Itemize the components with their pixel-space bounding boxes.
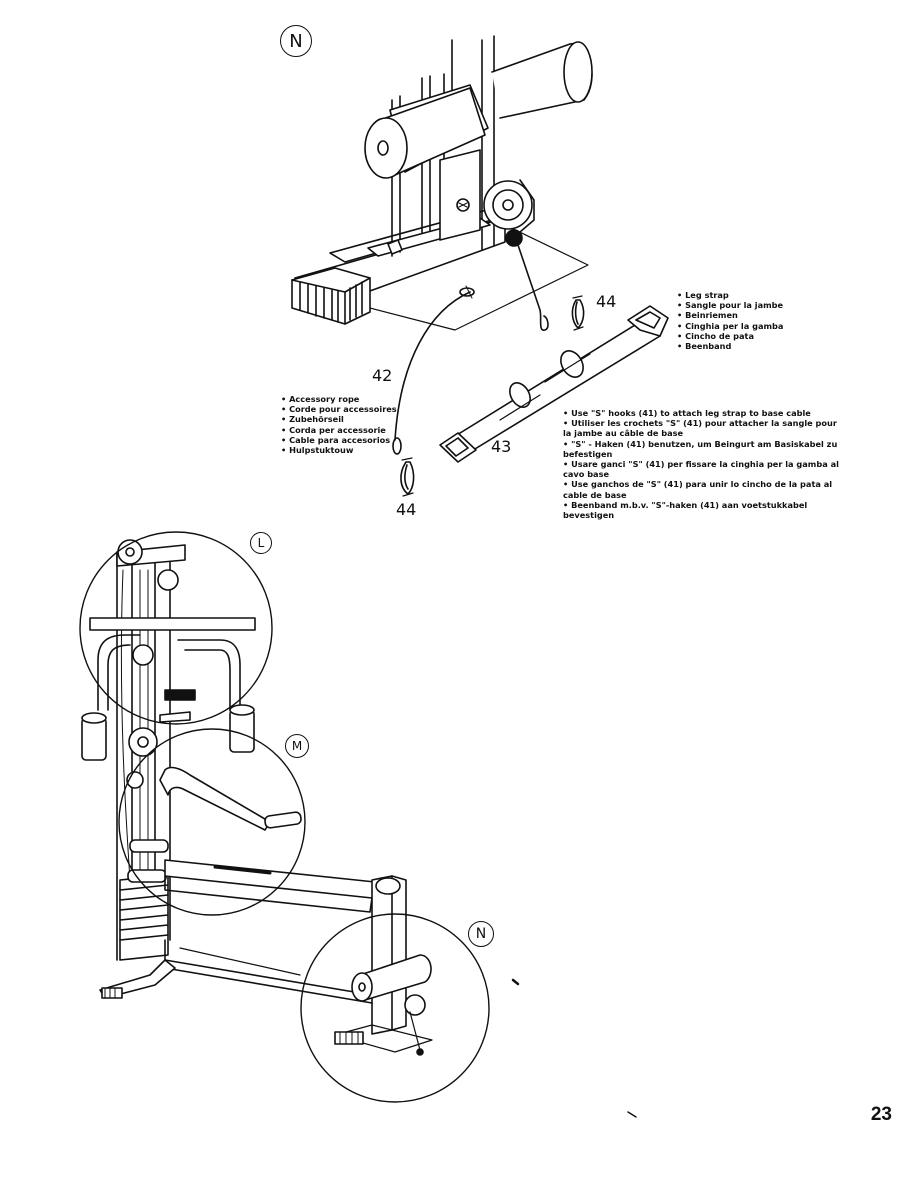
instruction-item: Beenband m.b.v. "S"-haken (41) aan voets…: [563, 500, 848, 520]
accessory-rope-labels: Accessory rope Corde pour accessoires Zu…: [281, 394, 397, 455]
label-item: Cinghia per la gamba: [677, 321, 783, 331]
leg-strap-labels: Leg strap Sangle pour la jambe Beinrieme…: [677, 290, 783, 351]
callout-42: 42: [372, 366, 393, 385]
detail-badge-l: L: [250, 532, 272, 554]
detail-badge-m: M: [285, 734, 309, 758]
callout-43: 43: [491, 437, 512, 456]
instruction-item: "S" - Haken (41) benutzen, um Beingurt a…: [563, 439, 848, 459]
callout-44-top: 44: [596, 292, 617, 311]
detail-badge-n-top: N: [280, 25, 312, 57]
label-item: Corde pour accessoires: [281, 404, 397, 414]
instruction-item: Usare ganci "S" (41) per fissare la cing…: [563, 459, 848, 479]
instruction-item: Utiliser les crochets "S" (41) pour atta…: [563, 418, 848, 438]
foot-cap: [291, 267, 371, 325]
label-item: Corda per accessorie: [281, 425, 397, 435]
label-item: Cable para accesorios: [281, 435, 397, 445]
stray-mark: [627, 1111, 637, 1118]
detail-circle-m: [118, 728, 306, 916]
accessory-rope-part-42: [392, 285, 475, 455]
label-item: Zubehörseil: [281, 414, 397, 424]
home-gym-machine: [81, 539, 433, 1056]
label-item: Sangle pour la jambe: [677, 300, 783, 310]
label-item: Cincho de pata: [677, 331, 783, 341]
label-item: Beinriemen: [677, 310, 783, 320]
label-item: Accessory rope: [281, 394, 397, 404]
detail-badge-n-bottom: N: [468, 921, 494, 947]
page-number: 23: [870, 1104, 892, 1125]
instruction-item: Use "S" hooks (41) to attach leg strap t…: [563, 408, 848, 418]
detail-circle-l: [79, 531, 273, 725]
s-hook-44-top: [571, 295, 585, 331]
s-hook-44-bottom: [400, 457, 415, 497]
stray-mark: [511, 978, 520, 986]
callout-44-bottom: 44: [396, 500, 417, 519]
label-item: Hulpstuktouw: [281, 445, 397, 455]
detail-circle-n: [300, 913, 490, 1103]
detail-n-drawing: [291, 35, 593, 331]
instruction-item: Use ganchos de "S" (41) para unir lo cin…: [563, 479, 848, 499]
leg-strap-part-43: [439, 305, 669, 463]
label-item: Beenband: [677, 341, 783, 351]
instructions-list: Use "S" hooks (41) to attach leg strap t…: [563, 408, 848, 520]
label-item: Leg strap: [677, 290, 783, 300]
